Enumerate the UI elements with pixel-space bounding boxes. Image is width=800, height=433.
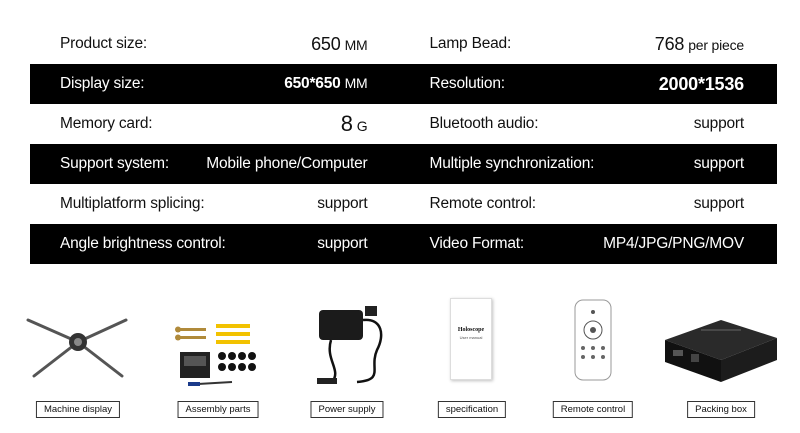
spec-label: Bluetooth audio:: [429, 115, 539, 132]
spec-label: Remote control:: [429, 195, 537, 212]
hologram-fan-icon: [26, 318, 128, 378]
spec-value: support: [693, 195, 745, 212]
product-power-supply: Power supply: [287, 290, 407, 420]
spec-label: Multiplatform splicing:: [60, 195, 205, 212]
spec-row: Angle brightness control: support Video …: [30, 224, 777, 264]
package-contents: Machine display Assembl: [0, 290, 800, 430]
spec-label: Lamp Bead:: [429, 35, 512, 52]
spec-value: Mobile phone/Computer: [206, 155, 368, 172]
packing-box-icon: [665, 320, 777, 382]
product-caption: Power supply: [310, 401, 384, 418]
manual-booklet-icon: Holoscope User manual: [450, 298, 492, 380]
product-caption: Packing box: [687, 401, 755, 418]
assembly-parts-icon: [175, 324, 256, 386]
product-caption: specification: [437, 401, 507, 418]
spec-label: Resolution:: [429, 75, 506, 92]
product-packing-box: Packing box: [661, 290, 781, 420]
spec-value: support: [693, 155, 745, 172]
product-specification: Holoscope User manual specification: [412, 290, 532, 420]
spec-value: support: [317, 195, 368, 212]
spec-row: Multiplatform splicing: support Remote c…: [30, 184, 777, 224]
spec-label: Memory card:: [60, 115, 153, 132]
spec-label: Multiple synchronization:: [429, 155, 595, 172]
product-assembly-parts: Assembly parts: [158, 290, 278, 420]
product-caption: Machine display: [35, 401, 121, 418]
spec-label: Video Format:: [429, 235, 525, 252]
remote-control-icon: [574, 299, 612, 381]
product-machine-display: Machine display: [18, 290, 138, 420]
power-adapter-icon: [317, 306, 383, 384]
spec-row: Support system: Mobile phone/Computer Mu…: [30, 144, 777, 184]
spec-value: support: [317, 235, 368, 252]
product-caption: Assembly parts: [177, 401, 259, 418]
spec-value: support: [693, 115, 745, 132]
spec-value: MP4/JPG/PNG/MOV: [603, 235, 744, 252]
spec-label: Angle brightness control:: [60, 235, 226, 252]
spec-label: Display size:: [60, 75, 145, 92]
product-caption: Remote control: [552, 401, 634, 418]
booklet-title: Holoscope: [457, 327, 485, 333]
product-remote-control: Remote control: [533, 290, 653, 420]
spec-label: Support system:: [60, 155, 169, 172]
booklet-subtitle: User manual: [459, 335, 483, 340]
spec-value: 2000*1536: [658, 73, 744, 94]
spec-label: Product size:: [60, 35, 147, 52]
